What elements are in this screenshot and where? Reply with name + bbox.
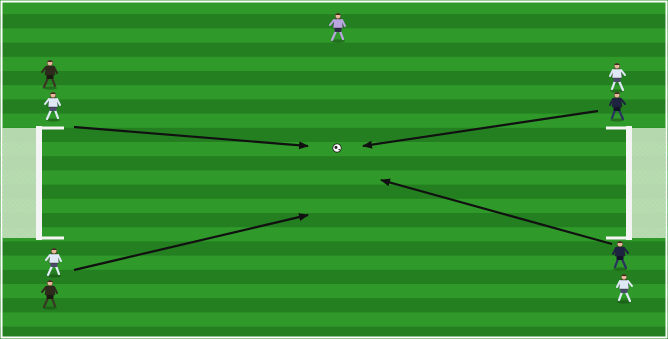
pitch-stripe xyxy=(0,184,668,200)
player-icon xyxy=(45,247,62,278)
pitch-stripe xyxy=(0,127,668,143)
arrow-4 xyxy=(380,178,613,246)
pitch-stripe xyxy=(0,170,668,186)
soccer-ball-icon xyxy=(332,143,342,153)
pitch-stripe xyxy=(0,56,668,72)
right-goal xyxy=(606,126,666,240)
pitch-stripe xyxy=(0,227,668,242)
pitch-stripe xyxy=(0,241,668,257)
pitch-stripe xyxy=(0,213,668,228)
pitch-stripe xyxy=(0,198,668,214)
pitch-stripe xyxy=(0,326,668,339)
player-icon xyxy=(41,279,58,310)
pitch-stripe xyxy=(0,156,668,171)
player-icon xyxy=(44,91,61,122)
pass-arrows xyxy=(73,109,613,272)
player-icon xyxy=(41,59,58,90)
pitch-stripe xyxy=(0,269,668,285)
pitch-stripe xyxy=(0,42,668,58)
player-icon xyxy=(609,62,626,93)
arrow-2 xyxy=(362,109,599,149)
arrow-1 xyxy=(73,125,309,150)
pitch-stripe xyxy=(0,284,668,299)
pitch-stripe xyxy=(0,0,668,15)
pitch-stripe xyxy=(0,99,668,115)
pitch-stripe xyxy=(0,85,668,100)
player-icon xyxy=(612,240,629,271)
pitch-stripe xyxy=(0,298,668,313)
arrow-3 xyxy=(73,213,309,272)
pitch-stripe xyxy=(0,312,668,328)
players xyxy=(41,12,633,310)
left-goal xyxy=(2,126,64,240)
player-icon xyxy=(609,91,626,122)
pitch-stripe xyxy=(0,71,668,86)
pitch-stripe xyxy=(0,255,668,271)
player-icon xyxy=(616,273,633,304)
goalkeeper-icon xyxy=(329,12,346,43)
